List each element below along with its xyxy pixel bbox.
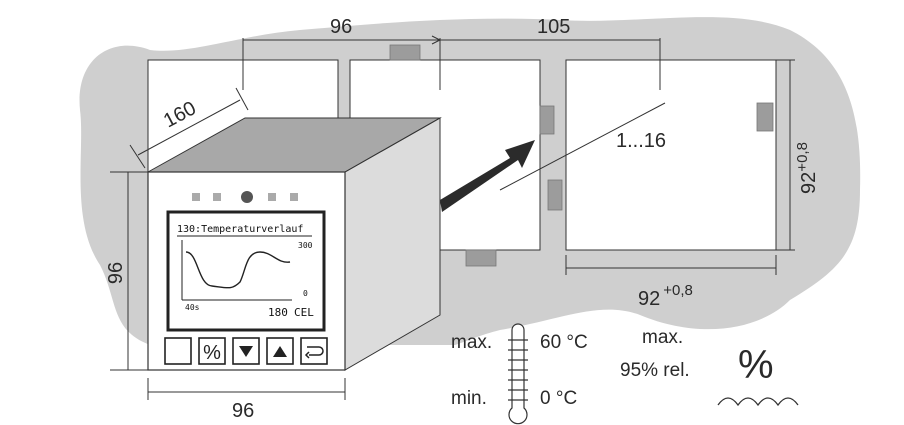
display-x-start: 40s [185,303,200,312]
percent-icon: % [203,342,221,364]
humidity-value: 95% rel. [620,360,690,381]
svg-text:92+0,8: 92+0,8 [638,282,693,310]
temp-min-label: min. [451,388,487,409]
chevron-up-icon [273,346,287,357]
display-y-max: 300 [298,241,313,250]
enter-icon [304,346,324,359]
display-title: 130:Temperaturverlauf [177,224,303,235]
led-row [192,191,298,203]
cutout-width-label: 92+0,8 [638,282,693,310]
display-y-min: 0 [303,289,308,298]
display-unit: CEL [294,306,314,319]
led-indicator-icon [213,193,221,201]
led-indicator-icon [290,193,298,201]
cutout-height-label: 92+0,8 [794,142,820,194]
temp-max-value: 60 °C [540,332,588,353]
front-height-label: 96 [105,262,127,284]
temperature-curve [185,251,291,289]
temp-max-label: max. [451,332,492,353]
temp-min-value: 0 °C [540,388,577,409]
cutout-panel-3 [465,59,777,267]
mounting-clip [539,105,555,135]
manual-percent-key[interactable]: % [198,337,226,365]
led-indicator-icon [268,193,276,201]
water-wave-icon [717,397,799,407]
thermometer-icon [508,323,528,425]
led-indicator-icon [192,193,200,201]
cutout-count-label: 1...16 [616,130,666,152]
mounting-clip [547,179,563,211]
up-key[interactable] [266,337,294,365]
display-value: 180 [268,306,288,319]
top-spacing-second-label: 105 [537,16,570,38]
mounting-clip [756,102,774,132]
blank-key[interactable] [164,337,192,365]
humidity-max-label: max. [642,327,683,348]
svg-text:96: 96 [105,262,127,284]
top-dimension-lines [110,35,795,400]
svg-text:92+0,8: 92+0,8 [794,142,820,194]
lcd-display: 130:Temperaturverlauf 300 0 40s 180 CEL [166,210,326,332]
front-width-label: 96 [232,400,254,422]
keypad[interactable]: % [164,337,328,365]
insertion-arrow-icon [440,140,535,212]
enter-key[interactable] [300,337,328,365]
humidity-percent-icon: % [738,343,774,387]
chevron-down-icon [239,346,253,357]
mounting-clip [465,249,497,267]
down-key[interactable] [232,337,260,365]
top-spacing-label: 96 [330,16,352,38]
mounting-clip [389,44,421,61]
led-indicator-icon [241,191,253,203]
